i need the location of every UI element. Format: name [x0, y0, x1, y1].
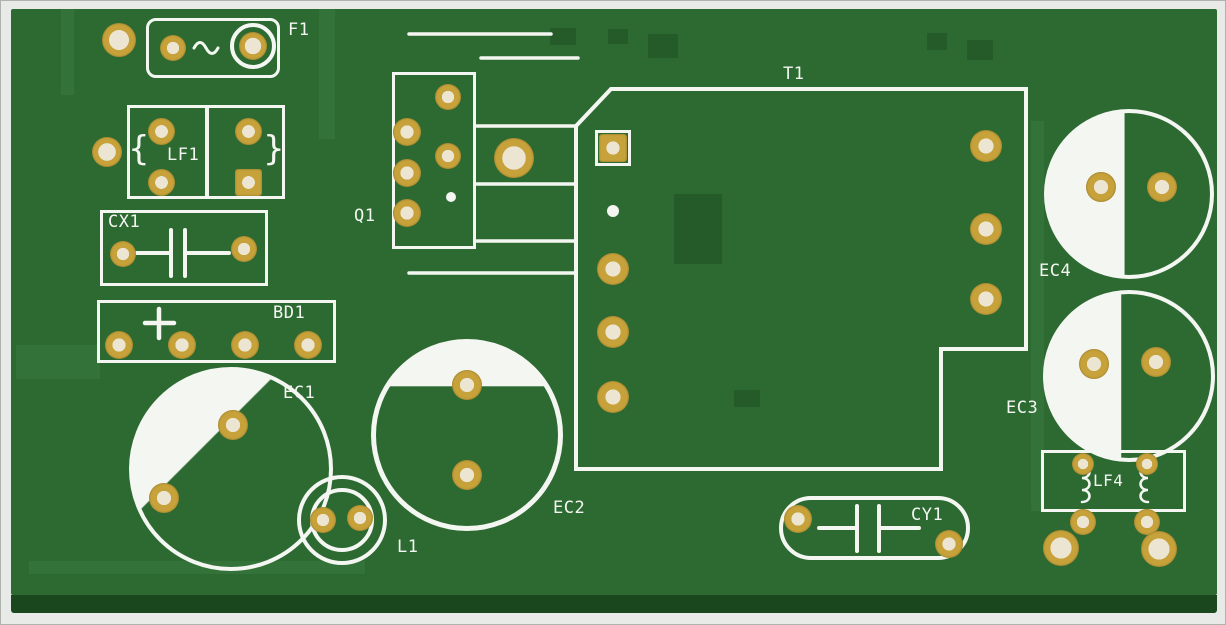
copper-cutout	[734, 390, 760, 407]
bd1-pad-3[interactable]	[231, 331, 259, 359]
f1-pad-1[interactable]	[160, 35, 186, 61]
lf1-brace-right: }	[263, 129, 285, 169]
ec1-pad-1[interactable]	[218, 410, 248, 440]
cy1-pad-2[interactable]	[935, 530, 963, 558]
bd1-outline[interactable]	[97, 300, 336, 363]
ec3-body[interactable]	[1043, 290, 1215, 462]
lf1-brace-left: {	[128, 129, 150, 169]
lf1-pad-4[interactable]	[235, 169, 262, 196]
ec3-pad-1[interactable]	[1079, 349, 1109, 379]
ec2-pad-2[interactable]	[452, 460, 482, 490]
cx1-outline[interactable]	[100, 210, 268, 286]
f1-outline[interactable]	[146, 18, 280, 78]
ec3-pad-2[interactable]	[1141, 347, 1171, 377]
cy1-pad-1[interactable]	[784, 505, 812, 533]
copper-cutout	[608, 29, 628, 44]
lf1-pad-3[interactable]	[235, 118, 262, 145]
f1-pad-ring	[230, 23, 276, 69]
t1-pad-7[interactable]	[970, 283, 1002, 315]
bd1-pad-1[interactable]	[105, 331, 133, 359]
cy1-outline[interactable]	[779, 496, 970, 560]
copper-trace	[1031, 121, 1044, 511]
bd1-label: BD1	[273, 303, 306, 323]
t1-pad-2[interactable]	[597, 253, 629, 285]
copper-cutout	[927, 33, 947, 50]
copper-trace	[319, 9, 335, 139]
copper-cutout	[967, 40, 993, 60]
cy1-label: CY1	[911, 505, 944, 525]
ec1-pad-2[interactable]	[149, 483, 179, 513]
cx1-pad-2[interactable]	[231, 236, 257, 262]
copper-trace	[16, 345, 100, 379]
lf1-pad-1[interactable]	[148, 118, 175, 145]
t1-label: T1	[783, 64, 805, 84]
q1-pad-2[interactable]	[393, 159, 421, 187]
lf4-pad-6[interactable]	[1141, 531, 1177, 567]
lf4-pad-5[interactable]	[1043, 530, 1079, 566]
copper-cutout	[648, 34, 678, 58]
copper-cutout	[550, 28, 576, 45]
lf1-pad-2[interactable]	[148, 169, 175, 196]
lf4-pad-2[interactable]	[1136, 453, 1158, 475]
l1-label: L1	[397, 537, 419, 557]
f1-label: F1	[288, 20, 310, 40]
copper-trace	[29, 561, 365, 574]
bd1-pad-4[interactable]	[294, 331, 322, 359]
mount-pad-top-left[interactable]	[102, 23, 136, 57]
q1-pad-5[interactable]	[435, 143, 461, 169]
lf1-label: LF1	[167, 145, 200, 165]
copper-cutout	[674, 194, 722, 264]
bd1-pad-2[interactable]	[168, 331, 196, 359]
pcb-board-edge	[11, 595, 1217, 613]
q1-label: Q1	[354, 206, 376, 226]
t1-pad-4[interactable]	[597, 381, 629, 413]
ec2-pad-1[interactable]	[452, 370, 482, 400]
lf4-pad-4[interactable]	[1134, 509, 1160, 535]
ec4-pad-2[interactable]	[1147, 172, 1177, 202]
t1-pad-5[interactable]	[970, 130, 1002, 162]
t1-pin-dot	[607, 205, 619, 217]
f1-pad-2[interactable]	[239, 32, 267, 60]
t1-pad-3[interactable]	[597, 316, 629, 348]
ec2-label: EC2	[553, 498, 586, 518]
t1-pad-6[interactable]	[970, 213, 1002, 245]
ec1-label: EC1	[283, 383, 316, 403]
t1-pad-1[interactable]	[599, 134, 627, 162]
lf1-pad-left[interactable]	[92, 137, 122, 167]
ec4-body[interactable]	[1044, 109, 1214, 279]
ec4-pad-1[interactable]	[1086, 172, 1116, 202]
q1-pad-1[interactable]	[393, 118, 421, 146]
mount-pad-center[interactable]	[494, 138, 534, 178]
lf4-pad-1[interactable]	[1072, 453, 1094, 475]
l1-pad-2[interactable]	[347, 505, 373, 531]
l1-outer-ring[interactable]	[297, 475, 387, 565]
copper-trace	[61, 9, 74, 95]
q1-pin1-dot	[446, 192, 456, 202]
lf4-label: LF4	[1093, 471, 1124, 490]
cx1-label: CX1	[108, 212, 141, 232]
lf4-pad-3[interactable]	[1070, 509, 1096, 535]
q1-pad-4[interactable]	[435, 84, 461, 110]
ec3-label: EC3	[1006, 398, 1039, 418]
l1-pad-1[interactable]	[310, 507, 336, 533]
ec4-label: EC4	[1039, 261, 1072, 281]
lf1-divider	[205, 105, 209, 199]
q1-pad-3[interactable]	[393, 199, 421, 227]
ec2-body[interactable]	[371, 339, 563, 531]
cx1-pad-1[interactable]	[110, 241, 136, 267]
ec1-body[interactable]	[129, 367, 333, 571]
